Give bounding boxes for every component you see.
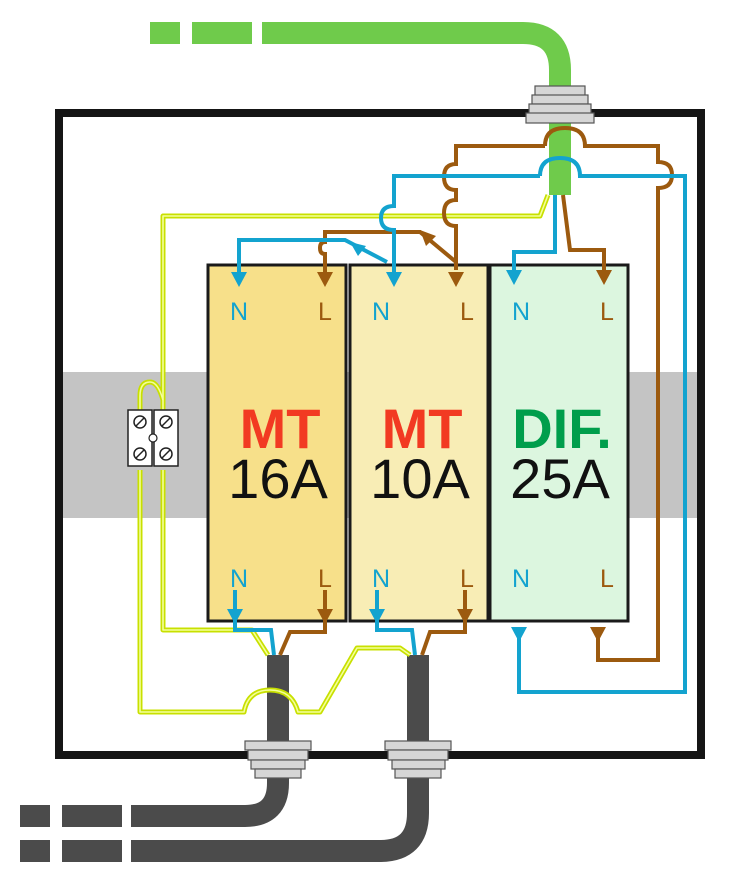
breaker-mt10: [348, 263, 490, 623]
terminal-label-mt10-bottom-l: L: [460, 565, 474, 593]
breaker-type-dif25: DIF.: [512, 397, 612, 460]
outgoing-gland-1: [244, 740, 312, 779]
terminal-label-mt16-top-n: N: [230, 298, 248, 326]
arrow-mt16-bottom-n: [227, 609, 243, 624]
terminal-label-dif25-top-l: L: [600, 298, 614, 326]
breaker-rating-mt16: 16A: [228, 447, 328, 510]
terminal-label-mt16-bottom-n: N: [230, 565, 248, 593]
terminal-label-mt16-top-l: L: [318, 298, 332, 326]
supply-cable: [150, 22, 571, 195]
breaker-mt16: [206, 263, 348, 623]
arrow-mt16-bottom-l: [317, 609, 333, 624]
outgoing-cable-2-body: [131, 655, 429, 862]
arrowheads: [227, 230, 612, 642]
arrow-mt10-top-n: [386, 272, 402, 287]
arrow-dif-bottom-l: [590, 627, 606, 642]
outgoing-cable-2-dash-2: [62, 840, 122, 862]
live-wires: [278, 125, 675, 662]
terminal-label-mt10-top-l: L: [460, 298, 474, 326]
supply-cable-body: [262, 22, 571, 195]
outgoing-gland-2: [384, 740, 452, 779]
outgoing-cable-1-dash-1: [20, 805, 50, 827]
outgoing-cable-1-body: [131, 655, 289, 827]
arrow-dif-top-n: [506, 270, 522, 285]
arrow-mt10-bottom-l: [457, 609, 473, 624]
arrow-mt10-to-mt16-l: [420, 230, 436, 246]
arrow-mt10-bottom-n: [369, 609, 385, 624]
terminal-label-dif25-bottom-n: N: [512, 565, 530, 593]
outgoing-cable-2-dash-1: [20, 840, 50, 862]
breaker-type-mt16: MT: [240, 397, 321, 460]
breaker-dif25: [488, 263, 630, 623]
supply-cable-dash-2: [192, 22, 252, 44]
enclosure-box: [55, 109, 705, 759]
breaker-rating-dif25: 25A: [510, 447, 610, 510]
arrow-dif-top-l: [596, 270, 612, 285]
earth-terminal-block: [127, 409, 179, 467]
arrow-mt10-top-l: [448, 272, 464, 287]
outgoing-cable-1-dash-2: [62, 805, 122, 827]
arrow-dif-bottom-n: [511, 627, 527, 642]
supply-cable-dash-1: [150, 22, 180, 44]
terminal-label-mt10-bottom-n: N: [372, 565, 390, 593]
outgoing-cable-1: [20, 655, 289, 827]
outgoing-cable-2: [20, 655, 429, 862]
supply-gland: [525, 85, 595, 124]
terminal-label-dif25-top-n: N: [512, 298, 530, 326]
earth-wires: [137, 194, 551, 715]
arrow-mt16-top-l: [317, 272, 333, 287]
arrow-mt10-to-mt16-n: [350, 242, 366, 256]
breaker-type-mt10: MT: [382, 397, 463, 460]
arrow-mt16-top-n: [231, 272, 247, 287]
terminal-label-mt16-bottom-l: L: [318, 565, 332, 593]
terminal-label-dif25-bottom-l: L: [600, 565, 614, 593]
breaker-rating-mt10: 10A: [370, 447, 470, 510]
terminal-label-mt10-top-n: N: [372, 298, 390, 326]
